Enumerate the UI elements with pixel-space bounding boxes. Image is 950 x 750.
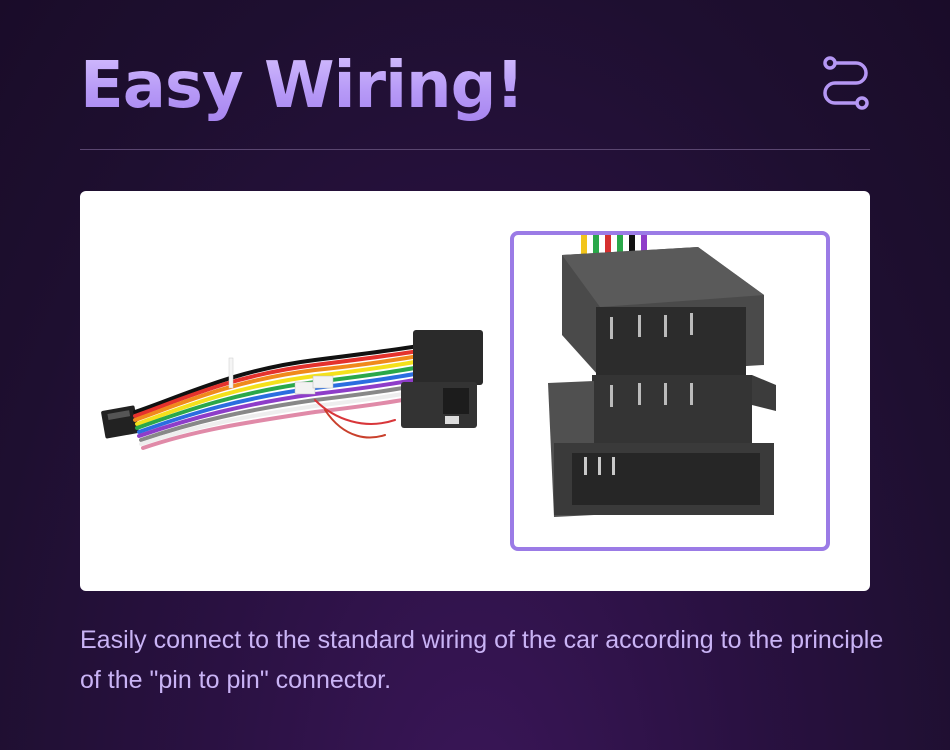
connector-closeup (510, 231, 830, 551)
description-text: Easily connect to the standard wiring of… (80, 626, 884, 694)
connector-closeup-image (548, 235, 776, 517)
route-icon (823, 56, 869, 110)
header-divider (80, 149, 870, 150)
wiring-harness-image (101, 330, 483, 450)
page-title: Easy Wiring! (80, 44, 525, 128)
